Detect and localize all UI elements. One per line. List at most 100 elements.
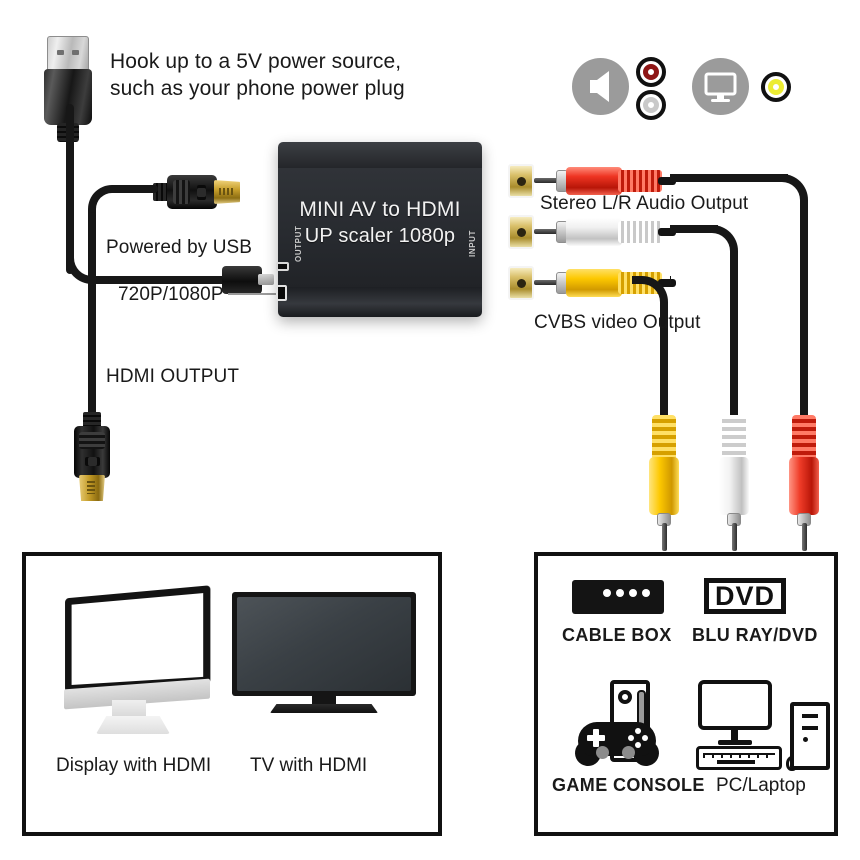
pc-monitor-neck	[731, 730, 738, 741]
resolution-switch-label: 720P/1080P	[118, 284, 224, 305]
device-rca-jack-yellow[interactable]	[508, 266, 534, 300]
usb-cable	[66, 104, 74, 274]
rca-red-v-grip	[792, 415, 816, 461]
micro-usb-metal	[258, 274, 274, 285]
flat-tv-icon	[232, 592, 416, 722]
hdmi-grip-ribs	[173, 180, 190, 204]
device-branding: MINI AV to HDMI UP scaler 1080p	[278, 196, 482, 249]
rca-white-icon	[636, 90, 666, 120]
pc-power-led	[803, 737, 808, 742]
controller-left-stick	[596, 746, 609, 759]
rca-red-v-barrel	[789, 457, 819, 515]
pc-tower-icon	[696, 680, 832, 771]
tv-stand-neck	[312, 696, 336, 706]
pc-monitor-base	[718, 740, 752, 745]
console-power-button	[618, 690, 632, 704]
rca-white-cable-tail	[658, 228, 676, 236]
powered-by-usb-label: Powered by USB	[106, 237, 253, 258]
device-bottom-face	[278, 287, 482, 317]
rca-white-cable-bend	[702, 225, 738, 265]
panel-displays: Display with HDMI TV with HDMI	[22, 552, 442, 836]
display-hdmi-label: Display with HDMI	[56, 755, 212, 776]
monitor-foot	[96, 716, 170, 734]
device-front-face	[278, 168, 482, 287]
pc-drive-bay-2	[802, 726, 818, 730]
rca-red-cable-tail	[658, 177, 676, 185]
rca-red-cable-bend	[772, 174, 808, 214]
hdmi-gold-contacts	[214, 180, 240, 204]
speaker-icon	[572, 58, 629, 115]
device-brand-line2: UP scaler 1080p	[304, 225, 456, 248]
device-rca-jack-white[interactable]	[508, 215, 534, 249]
rca-yellow-cable-tail	[658, 279, 676, 287]
device-input-label: INPUT	[468, 230, 477, 257]
controller-dpad	[587, 729, 605, 747]
rca-red-v-pin	[802, 523, 807, 551]
controller-buttons	[628, 728, 648, 748]
device-top-face	[278, 142, 482, 168]
rca-red-barrel	[566, 167, 622, 195]
rca-yellow-cable-h	[670, 276, 671, 284]
hdmi-logo-marks-bottom	[85, 457, 100, 466]
monitor-screen	[65, 585, 211, 693]
pc-laptop-label: PC/Laptop	[716, 775, 806, 796]
rca-yellow-v-barrel	[649, 457, 679, 515]
hdmi-gold-contacts-bottom	[79, 475, 105, 501]
rca-yellow-cable-bend	[632, 276, 668, 316]
usb-cable-run	[108, 276, 228, 284]
rca-yellow-pin	[534, 280, 560, 285]
cable-box-label: CABLE BOX	[562, 625, 672, 645]
hdmi-output-label: HDMI OUTPUT	[106, 366, 240, 387]
device-output-label: OUTPUT	[294, 225, 303, 263]
av-to-hdmi-converter: MINI AV to HDMI UP scaler 1080p OUTPUT I…	[278, 142, 482, 317]
game-controller-icon	[572, 716, 662, 769]
rca-yellow-v-pin	[662, 523, 667, 551]
rca-red-cable-vertical	[800, 206, 808, 422]
hdmi-cable-bend	[88, 185, 118, 219]
rca-yellow-v-grip	[652, 415, 676, 461]
power-source-note: Hook up to a 5V power source, such as yo…	[110, 50, 405, 101]
monitor-icon	[692, 58, 749, 115]
hdmi-logo-marks	[197, 185, 206, 200]
usb-metal-tip	[47, 36, 89, 70]
hdmi-strain-relief-bottom	[83, 412, 101, 429]
device-brand-line1: MINI AV to HDMI	[299, 198, 461, 221]
rca-white-grip	[618, 221, 662, 243]
rca-white-v-grip	[722, 415, 746, 461]
keyboard-spacebar	[716, 760, 755, 764]
desktop-monitor-icon	[54, 585, 224, 734]
tv-bezel	[232, 592, 416, 696]
pc-monitor	[698, 680, 772, 730]
panel-sources: CABLE BOX DVD BLU RAY/DVD	[534, 552, 838, 836]
device-resolution-switch[interactable]	[276, 285, 287, 301]
game-console-icon	[572, 680, 700, 769]
hdmi-cable-vertical	[88, 212, 96, 424]
tv-screen	[237, 597, 411, 691]
rca-red-icon	[636, 57, 666, 87]
controller-right-stick	[622, 746, 635, 759]
cable-box-icon	[572, 580, 664, 614]
keyboard-keys	[703, 753, 775, 758]
pc-case	[790, 702, 830, 770]
stereo-audio-label: Stereo L/R Audio Output	[540, 193, 749, 214]
device-micro-usb-port[interactable]	[276, 262, 289, 271]
rca-red-pin	[534, 178, 560, 183]
blu-ray-dvd-label: BLU RAY/DVD	[692, 625, 818, 645]
rca-white-v-pin	[732, 523, 737, 551]
pc-keyboard	[696, 746, 782, 770]
cable-box-leds	[603, 589, 650, 597]
rca-yellow-barrel	[566, 269, 622, 297]
game-console-label: GAME CONSOLE	[552, 775, 705, 795]
rca-red-cable-run	[670, 174, 788, 182]
rca-white-v-barrel	[719, 457, 749, 515]
device-rca-jack-red[interactable]	[508, 164, 534, 198]
switch-leader-line	[228, 293, 276, 295]
pc-drive-bay-1	[802, 714, 818, 718]
rca-yellow-cable-vertical	[660, 308, 668, 423]
hdmi-grip-ribs-bottom	[79, 432, 105, 449]
rca-white-pin	[534, 229, 560, 234]
micro-usb-tip	[222, 266, 262, 294]
dvd-player-icon: DVD	[704, 578, 786, 614]
hdmi-cable-top-run	[110, 185, 158, 193]
